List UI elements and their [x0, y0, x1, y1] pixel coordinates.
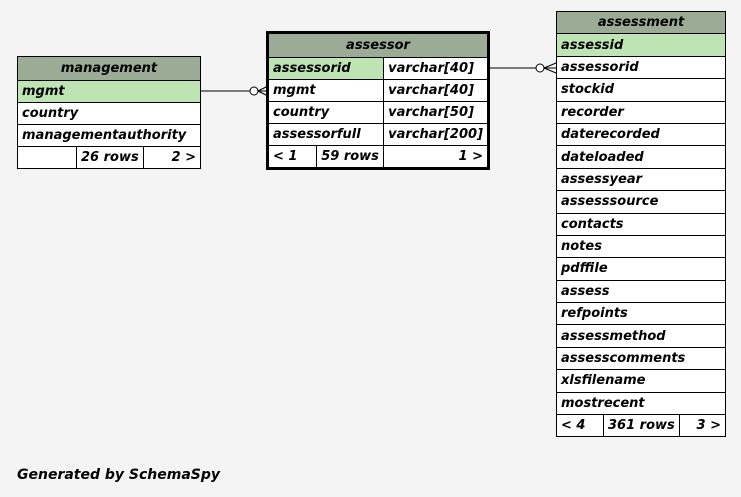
column-type: varchar[40] — [383, 57, 488, 80]
link-management-assessor-crowfoot — [257, 85, 269, 97]
children-count[interactable]: 1 > — [383, 145, 488, 168]
link-assessor-assessment-optional-marker — [535, 63, 545, 73]
column-type: varchar[50] — [383, 101, 488, 124]
column-xlsfilename[interactable]: xlsfilename — [556, 369, 726, 393]
column-mgmt[interactable]: mgmt — [267, 79, 385, 102]
column-dateloaded[interactable]: dateloaded — [556, 145, 726, 169]
table-title[interactable]: assessment — [556, 10, 726, 35]
column-contacts[interactable]: contacts — [556, 212, 726, 236]
column-country[interactable]: country — [17, 102, 201, 125]
column-assessorid[interactable]: assessorid — [267, 57, 385, 80]
row-count: 26 rows — [76, 146, 144, 169]
column-type: varchar[200] — [383, 123, 488, 146]
table-title[interactable]: assessor — [268, 33, 488, 58]
column-assess[interactable]: assess — [556, 279, 726, 304]
parents-count — [17, 146, 77, 169]
generated-by-label: Generated by SchemaSpy — [17, 467, 221, 483]
column-stockid[interactable]: stockid — [556, 78, 726, 102]
table-title[interactable]: management — [17, 56, 201, 81]
column-type: varchar[40] — [383, 79, 488, 102]
table-management[interactable]: management mgmt country managementauthor… — [17, 56, 201, 169]
column-pdffile[interactable]: pdffile — [556, 257, 726, 281]
column-mostrecent[interactable]: mostrecent — [556, 391, 726, 416]
column-assessmethod[interactable]: assessmethod — [556, 324, 726, 348]
column-notes[interactable]: notes — [556, 234, 726, 259]
column-daterecorded[interactable]: daterecorded — [556, 122, 726, 147]
column-mgmt[interactable]: mgmt — [17, 80, 201, 103]
column-assesssource[interactable]: assesssource — [556, 190, 726, 214]
link-management-assessor-optional-marker — [249, 86, 259, 96]
link-assessor-assessment-crowfoot — [543, 62, 557, 74]
column-recorder[interactable]: recorder — [556, 100, 726, 124]
column-assessorid[interactable]: assessorid — [556, 55, 726, 80]
row-count: 361 rows — [603, 414, 680, 438]
parents-count[interactable]: < 1 — [267, 145, 318, 168]
children-count[interactable]: 3 > — [678, 414, 727, 438]
column-refpoints[interactable]: refpoints — [556, 302, 726, 326]
table-assessment[interactable]: assessment assessid assessorid stockid r… — [556, 10, 727, 438]
column-managementauthority[interactable]: managementauthority — [17, 124, 201, 147]
column-assesscomments[interactable]: assesscomments — [556, 346, 726, 371]
children-count[interactable]: 2 > — [143, 146, 201, 169]
column-country[interactable]: country — [267, 101, 385, 124]
column-assessid[interactable]: assessid — [556, 33, 726, 57]
column-assessyear[interactable]: assessyear — [556, 167, 726, 192]
column-assessorfull[interactable]: assessorfull — [267, 123, 385, 146]
row-count: 59 rows — [316, 145, 385, 168]
parents-count[interactable]: < 4 — [556, 414, 604, 438]
table-assessor[interactable]: assessor assessorid varchar[40] mgmt var… — [266, 31, 490, 170]
